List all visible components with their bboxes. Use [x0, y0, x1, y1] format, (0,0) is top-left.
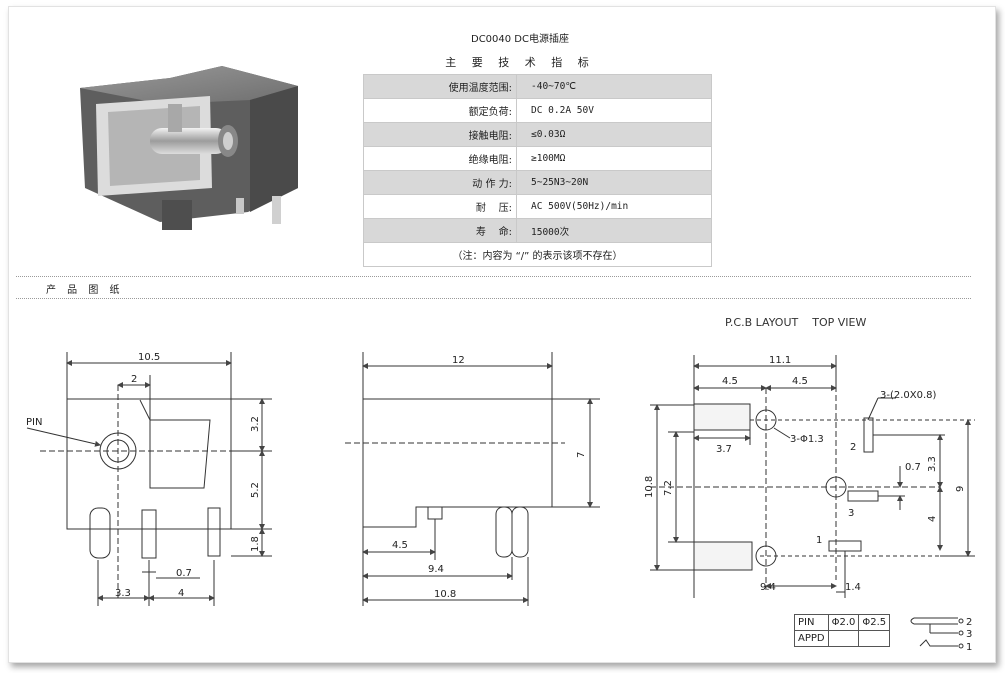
- pin-table-cell: [858, 630, 891, 647]
- dim-label: 10.8: [434, 589, 456, 600]
- pin-table-row: APPD: [794, 630, 891, 647]
- spec-note-row: （注：内容为 “/” 的表示该项不存在）: [363, 242, 712, 267]
- spec-label: 接触电阻:: [363, 122, 517, 147]
- dim-label: 11.1: [769, 355, 791, 366]
- dim-label: 9.4: [428, 564, 444, 575]
- dim-label: 0.7: [176, 568, 192, 579]
- dim-label: 3.3: [927, 456, 938, 472]
- spec-value: 15000次: [516, 218, 712, 243]
- pcb-layout-drawing: [650, 355, 975, 598]
- dim-label: 3.7: [716, 444, 732, 455]
- pin-size-table: PIN Φ2.0 Φ2.5 APPD: [794, 614, 891, 647]
- pin-symbol-label: 1: [966, 642, 972, 653]
- document-title: DC0040 DC电源插座: [471, 34, 569, 45]
- dim-label: 3.2: [250, 416, 261, 432]
- dim-label: 4.5: [392, 540, 408, 551]
- spec-label: 耐 压:: [363, 194, 517, 219]
- dim-label: 9.4: [760, 582, 776, 593]
- dim-label: 1.8: [250, 536, 261, 552]
- dim-label: 10.8: [644, 476, 655, 498]
- dim-label: 10.5: [138, 352, 160, 363]
- side-view-labels: 12 7 4.5 9.4 10.8: [392, 355, 587, 600]
- dim-label: 4.5: [722, 376, 738, 387]
- spec-row: 额定负荷:DC 0.2A 50V: [363, 98, 712, 123]
- spec-label: 额定负荷:: [363, 98, 517, 123]
- pin-number: 1: [816, 535, 822, 546]
- spec-row: 接触电阻:≤0.03Ω: [363, 122, 712, 147]
- spec-row: 动 作 力:5~25N3~20N: [363, 170, 712, 195]
- dim-label: 2: [131, 374, 137, 385]
- pin-symbol: [910, 617, 964, 649]
- spec-row: 寿 命:15000次: [363, 218, 712, 243]
- pin-table-cell: Φ2.0: [827, 614, 860, 631]
- spec-table-title: 主 要 技 术 指 标: [445, 56, 595, 69]
- pin-table-header: PIN Φ2.0 Φ2.5: [794, 614, 891, 631]
- dim-label: 0.7: [905, 462, 921, 473]
- spec-value: 5~25N3~20N: [516, 170, 712, 195]
- dim-label: 3-Φ1.3: [790, 434, 824, 445]
- dim-label: 1.4: [845, 582, 861, 593]
- dim-label: 3.3: [115, 588, 131, 599]
- dim-label: 4.5: [792, 376, 808, 387]
- spec-note: （注：内容为 “/” 的表示该项不存在）: [363, 242, 712, 267]
- pin-symbol-label: 2: [966, 617, 972, 628]
- spec-value: DC 0.2A 50V: [516, 98, 712, 123]
- section-title: 产 品 图 纸: [46, 285, 124, 296]
- dim-label: 3-(2.0X0.8): [880, 390, 937, 401]
- dim-label: 7.2: [663, 480, 674, 496]
- product-photo: [80, 66, 298, 230]
- section-divider-top: [16, 276, 971, 277]
- pin-symbol-labels: 2 3 1: [966, 617, 972, 653]
- pin-table-cell: PIN: [794, 614, 829, 631]
- side-view-drawing: [345, 352, 600, 606]
- pin-table-cell: Φ2.5: [858, 614, 891, 631]
- pin-label: PIN: [26, 417, 42, 428]
- spec-label: 寿 命:: [363, 218, 517, 243]
- spec-value: -40~70℃: [516, 74, 712, 99]
- spec-row: 绝缘电阻:≥100MΩ: [363, 146, 712, 171]
- dim-label: 4: [927, 516, 938, 522]
- pin-table-cell: [827, 630, 860, 647]
- pcb-layout-labels: 11.1 4.5 4.5 3.7 3-Φ1.3 3-(2.0X0.8) 0.7 …: [644, 355, 966, 593]
- dim-label: 4: [178, 588, 184, 599]
- pcb-layout-title: P.C.B LAYOUT TOP VIEW: [725, 316, 867, 329]
- front-view-drawing: [26, 352, 272, 606]
- pin-symbol-label: 3: [966, 629, 972, 640]
- spec-value: ≥100MΩ: [516, 146, 712, 171]
- section-divider-bottom: [16, 298, 971, 299]
- pin-number: 2: [850, 442, 856, 453]
- dim-label: 7: [576, 452, 587, 458]
- dim-label: 9: [955, 486, 966, 492]
- spec-table: 使用温度范围:-40~70℃ 额定负荷:DC 0.2A 50V 接触电阻:≤0.…: [363, 74, 712, 267]
- spec-label: 动 作 力:: [363, 170, 517, 195]
- pin-table-cell: APPD: [794, 630, 829, 647]
- dim-label: 12: [452, 355, 465, 366]
- pin-number: 3: [848, 508, 854, 519]
- spec-value: ≤0.03Ω: [516, 122, 712, 147]
- dim-label: 5.2: [250, 482, 261, 498]
- front-view-labels: PIN 10.5 2 3.2 5.2 1.8 0.7 3.3 4: [26, 352, 261, 599]
